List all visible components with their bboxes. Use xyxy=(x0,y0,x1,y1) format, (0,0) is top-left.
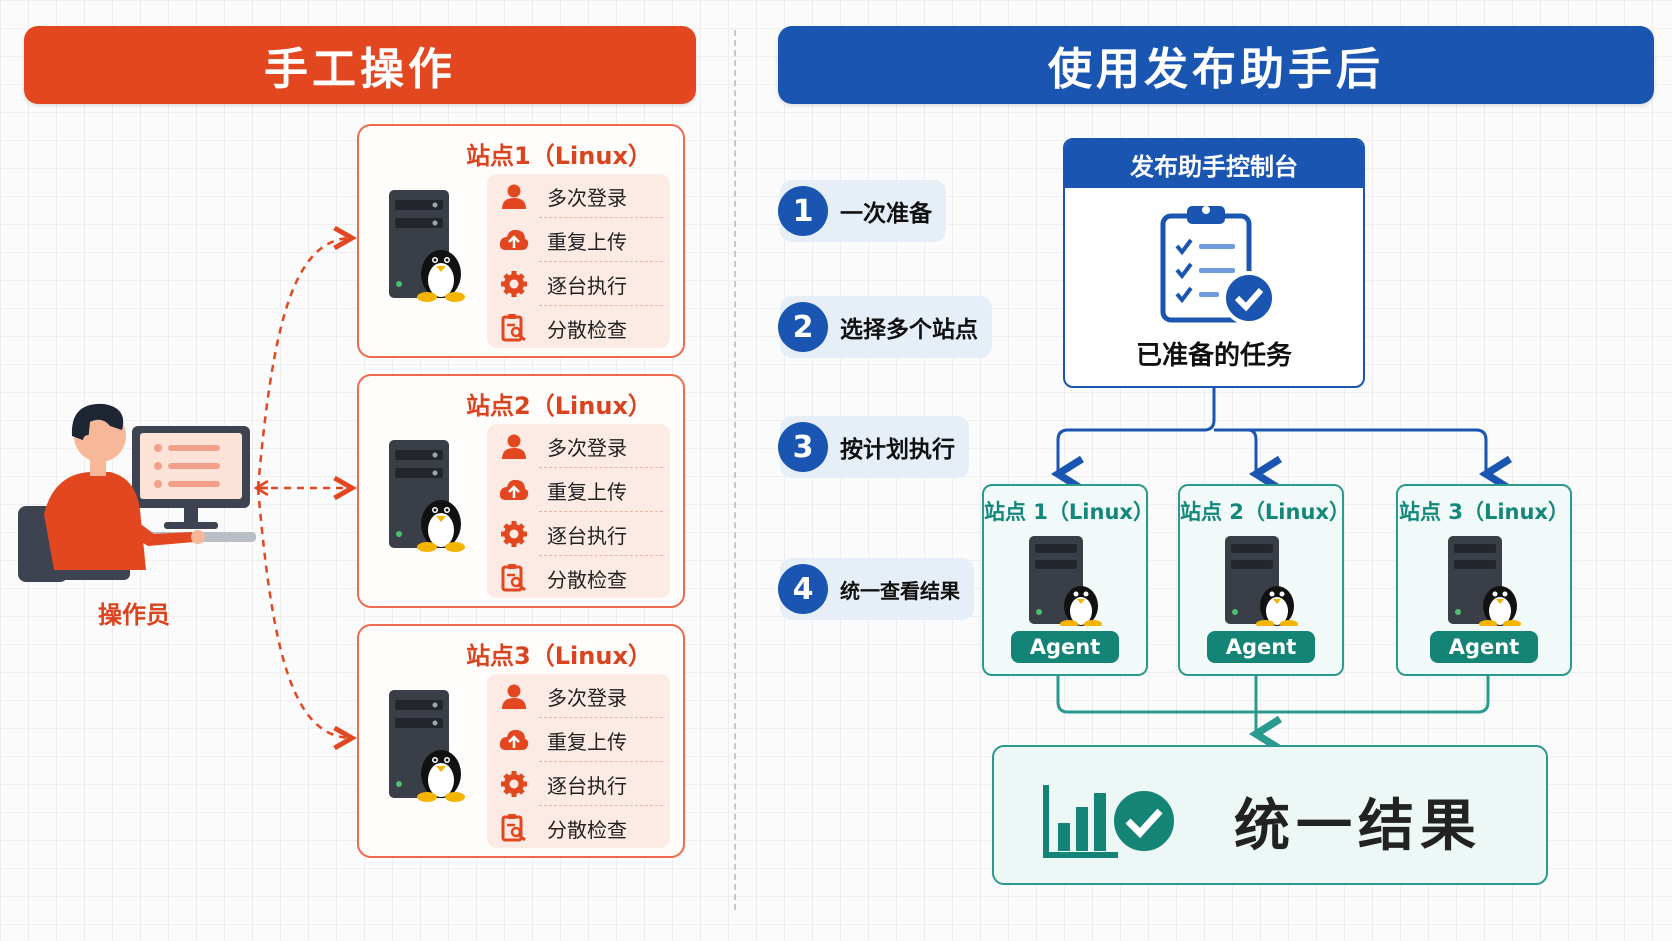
step-scattered-check: 分散检查 xyxy=(487,556,670,600)
site-card-2: 站点2（Linux） 多次登录 重复上传 逐台执行 xyxy=(357,374,685,608)
manual-steps-list: 多次登录 重复上传 逐台执行 分散检查 xyxy=(487,174,670,348)
server-linux-icon xyxy=(1221,534,1301,630)
checklist-search-icon xyxy=(499,313,529,343)
center-divider xyxy=(734,30,736,910)
gear-icon xyxy=(499,519,529,549)
agent-card-2: 站点 2（Linux） Agent xyxy=(1178,484,1350,676)
site-card-1: 站点1（Linux） 多次登录 重复上传 逐台执行 xyxy=(357,124,685,358)
step-scattered-check: 分散检查 xyxy=(487,306,670,350)
cloud-upload-icon xyxy=(499,225,529,255)
unified-result-box: 统一结果 xyxy=(992,745,1548,885)
site-title-1: 站点1（Linux） xyxy=(466,142,652,170)
site-title-3: 站点3（Linux） xyxy=(466,642,652,670)
step-repeat-upload: 重复上传 xyxy=(487,468,670,512)
checklist-search-icon xyxy=(499,813,529,843)
manual-steps-list: 多次登录 重复上传 逐台执行 分散检查 xyxy=(487,674,670,848)
agent-card-3: 站点 3（Linux） Agent xyxy=(1396,484,1572,676)
cloud-upload-icon xyxy=(499,475,529,505)
step-multi-login: 多次登录 xyxy=(487,674,670,718)
agents-to-result-lines xyxy=(1056,676,1490,734)
operator-label: 操作员 xyxy=(98,601,170,629)
step-one-by-one: 逐台执行 xyxy=(487,762,670,806)
user-icon xyxy=(499,681,529,711)
agent-badge-1: Agent xyxy=(1011,631,1119,663)
cloud-upload-icon xyxy=(499,725,529,755)
clipboard-check-icon xyxy=(1157,202,1281,330)
step-one-by-one: 逐台执行 xyxy=(487,512,670,556)
gear-icon xyxy=(499,269,529,299)
manual-title: 手工操作 xyxy=(264,44,456,95)
operator-illustration xyxy=(18,403,256,582)
step-scattered-check: 分散检查 xyxy=(487,806,670,850)
manual-banner: 手工操作 xyxy=(24,26,696,104)
server-linux-icon xyxy=(387,186,467,308)
checklist-search-icon xyxy=(499,563,529,593)
user-icon xyxy=(499,181,529,211)
site-title-2: 站点2（Linux） xyxy=(466,392,652,420)
unified-result-label: 统一结果 xyxy=(1234,794,1482,859)
step-multi-login: 多次登录 xyxy=(487,424,670,468)
chart-check-icon xyxy=(1042,783,1182,863)
release-console: 发布助手控制台 已准备的任务 xyxy=(1063,138,1365,388)
user-icon xyxy=(499,431,529,461)
server-linux-icon xyxy=(1444,534,1524,630)
agent-title-2: 站点 2（Linux） xyxy=(1180,500,1350,524)
gear-icon xyxy=(499,769,529,799)
assistant-title: 使用发布助手后 xyxy=(1048,44,1384,95)
assistant-step-2: 2 选择多个站点 xyxy=(778,296,992,358)
server-linux-icon xyxy=(387,686,467,808)
assistant-step-3: 3 按计划执行 xyxy=(778,416,969,478)
agent-badge-3: Agent xyxy=(1430,631,1538,663)
step-repeat-upload: 重复上传 xyxy=(487,218,670,262)
operator-to-sites-arrows xyxy=(256,238,352,738)
step-repeat-upload: 重复上传 xyxy=(487,718,670,762)
assistant-banner: 使用发布助手后 xyxy=(778,26,1654,104)
server-linux-icon xyxy=(387,436,467,558)
step-multi-login: 多次登录 xyxy=(487,174,670,218)
agent-title-1: 站点 1（Linux） xyxy=(984,500,1154,524)
assistant-step-1: 1 一次准备 xyxy=(778,180,946,242)
site-card-3: 站点3（Linux） 多次登录 重复上传 逐台执行 xyxy=(357,624,685,858)
console-title: 发布助手控制台 xyxy=(1065,140,1363,188)
agent-title-3: 站点 3（Linux） xyxy=(1399,500,1569,524)
agent-card-1: 站点 1（Linux） Agent xyxy=(982,484,1154,676)
console-caption: 已准备的任务 xyxy=(1135,341,1292,371)
agent-badge-2: Agent xyxy=(1207,631,1315,663)
console-to-agents-lines xyxy=(1058,388,1486,474)
manual-steps-list: 多次登录 重复上传 逐台执行 分散检查 xyxy=(487,424,670,598)
server-linux-icon xyxy=(1025,534,1105,630)
assistant-step-4: 4 统一查看结果 xyxy=(778,558,974,620)
step-one-by-one: 逐台执行 xyxy=(487,262,670,306)
